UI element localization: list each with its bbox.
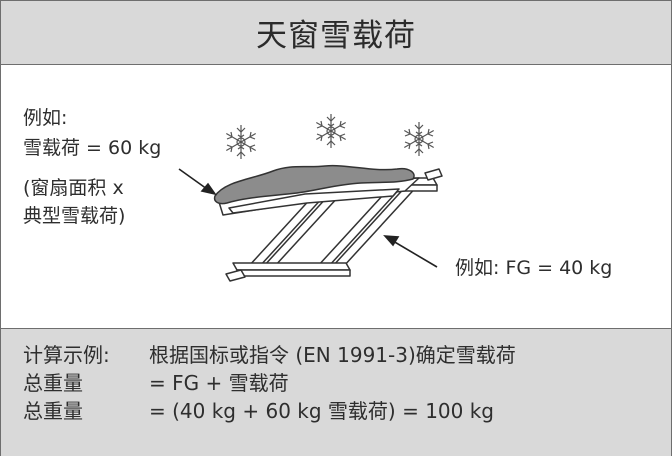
calc-row-value: = (40 kg + 60 kg 雪载荷) = 100 kg (149, 399, 494, 423)
note-line-1: (窗扇面积 x (23, 177, 124, 199)
calc-row: 总重量 = (40 kg + 60 kg 雪载荷) = 100 kg (23, 397, 494, 425)
calc-row: 总重量 = FG + 雪载荷 (23, 369, 289, 397)
snowflake-icon (315, 113, 347, 149)
fg-label: 例如: FG = 40 kg (455, 257, 613, 279)
calc-row: 计算示例: 根据国标或指令 (EN 1991-3)确定雪载荷 (23, 341, 516, 369)
snowflake-icon (225, 124, 257, 160)
snow-layer (213, 164, 415, 205)
snow-load-label: 雪载荷 = 60 kg (23, 137, 162, 159)
snowflake-icon (403, 121, 435, 157)
panel-header: 天窗雪载荷 (1, 1, 671, 65)
skylight-drawing (178, 113, 443, 282)
illustration-area: 例如: 雪载荷 = 60 kg (窗扇面积 x 典型雪载荷) 例如: FG = … (1, 65, 671, 328)
calc-row-label: 总重量 (23, 371, 83, 395)
calc-row-label: 总重量 (23, 399, 83, 423)
panel-title: 天窗雪载荷 (256, 18, 416, 54)
frame-weight-arrow (383, 235, 438, 268)
note-line-2: 典型雪载荷) (23, 205, 126, 227)
example-label: 例如: (23, 107, 68, 129)
snow-load-arrow (178, 168, 217, 196)
calculation-panel: 计算示例: 根据国标或指令 (EN 1991-3)确定雪载荷 总重量 = FG + … (1, 328, 671, 456)
calc-row-label: 计算示例: (23, 343, 110, 367)
calc-row-value: 根据国标或指令 (EN 1991-3)确定雪载荷 (149, 343, 516, 367)
calc-row-value: = FG + 雪载荷 (149, 371, 289, 395)
